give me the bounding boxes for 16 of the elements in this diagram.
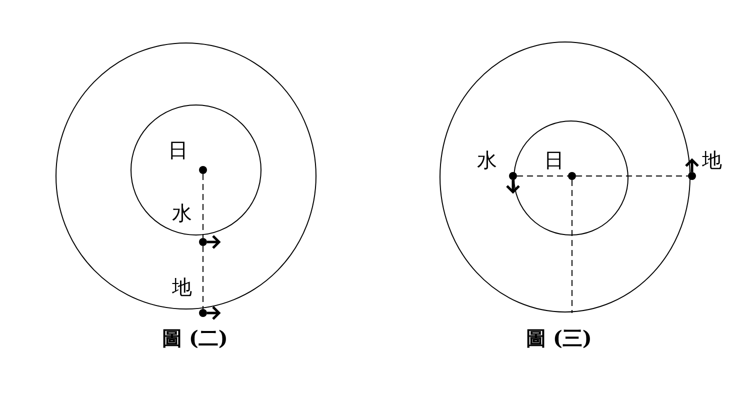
figure-caption: 圖 (二) — [162, 327, 228, 349]
body-label: 地 — [172, 276, 192, 298]
planet-dot — [199, 238, 207, 246]
body-label: 地 — [702, 149, 722, 171]
planet-dot — [199, 309, 207, 317]
planet-dot — [199, 166, 207, 174]
planet-dot — [568, 172, 576, 180]
planet-dot — [509, 172, 517, 180]
body-label: 日 — [168, 139, 188, 161]
body-label: 水 — [477, 149, 497, 171]
dashed-line — [202, 246, 204, 310]
body-label: 日 — [544, 149, 564, 171]
body-label: 水 — [172, 202, 192, 224]
planet-dot — [688, 172, 696, 180]
figure-caption: 圖 (三) — [526, 327, 592, 349]
dashed-line — [202, 174, 204, 238]
